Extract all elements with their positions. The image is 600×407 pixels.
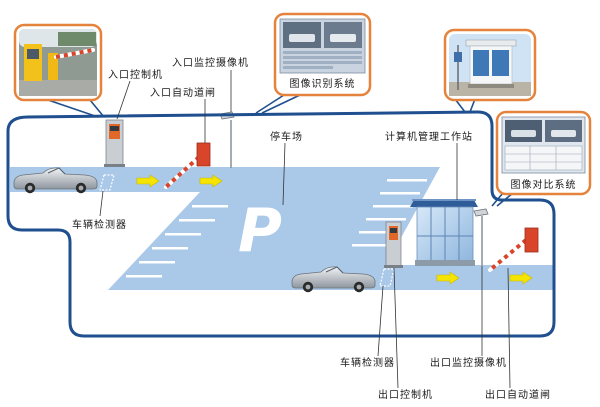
arrow-icon <box>509 271 533 285</box>
exit-detector-label: 车辆检测器 <box>340 356 395 369</box>
entrance-arrow-2 <box>199 174 223 188</box>
entrance-controller-label: 入口控制机 <box>108 68 163 81</box>
guard-booth <box>410 199 478 266</box>
entrance-arrow-1 <box>136 174 160 188</box>
callout-pointers <box>47 94 514 207</box>
workstation-label: 计算机管理工作站 <box>385 130 473 143</box>
arrow-icon <box>436 271 460 285</box>
exit-vehicle-detector <box>379 268 395 287</box>
entrance-controller <box>104 119 125 167</box>
arrow-icon <box>199 174 223 188</box>
exit-controller <box>384 221 403 268</box>
parking-stripes-right <box>352 179 427 247</box>
entrance-vehicle-detector <box>99 174 115 191</box>
exit-camera-label: 出口监控摄像机 <box>430 356 507 369</box>
pavement <box>10 167 553 290</box>
image-recognition-panel: 图像识别系统 <box>273 12 372 97</box>
exit-gate-label: 出口自动道闸 <box>485 388 551 401</box>
entrance-barrier-gate <box>164 142 211 189</box>
image-recognition-label: 图像识别系统 <box>290 77 356 90</box>
workstation-photo <box>443 28 537 102</box>
image-comparison-panel: 图像对比系统 <box>495 110 592 196</box>
barrier-housing <box>524 227 539 253</box>
leader-lines <box>99 70 511 389</box>
parking-lot-label: 停车场 <box>270 130 303 143</box>
barrier-housing <box>196 142 211 167</box>
exit-camera <box>473 208 489 266</box>
exit-controller-label: 出口控制机 <box>378 388 433 401</box>
exit-arrow-1 <box>436 271 460 285</box>
entrance-camera-label: 入口监控摄像机 <box>172 56 249 69</box>
image-comparison-label: 图像对比系统 <box>511 178 577 191</box>
arrow-icon <box>136 174 160 188</box>
exit-barrier-gate <box>488 227 539 272</box>
entrance-camera <box>219 111 235 168</box>
site-outline <box>6 110 556 338</box>
exit-arrow-2 <box>509 271 533 285</box>
parking-symbol: P <box>238 196 282 266</box>
parking-stripes-left <box>126 205 228 278</box>
exit-car <box>291 266 376 293</box>
entrance-gate-label: 入口自动道闸 <box>150 86 216 99</box>
entrance-detector-label: 车辆检测器 <box>72 218 127 231</box>
entrance-photo <box>13 23 103 102</box>
entrance-car <box>13 167 98 194</box>
camera-icon <box>473 208 489 217</box>
